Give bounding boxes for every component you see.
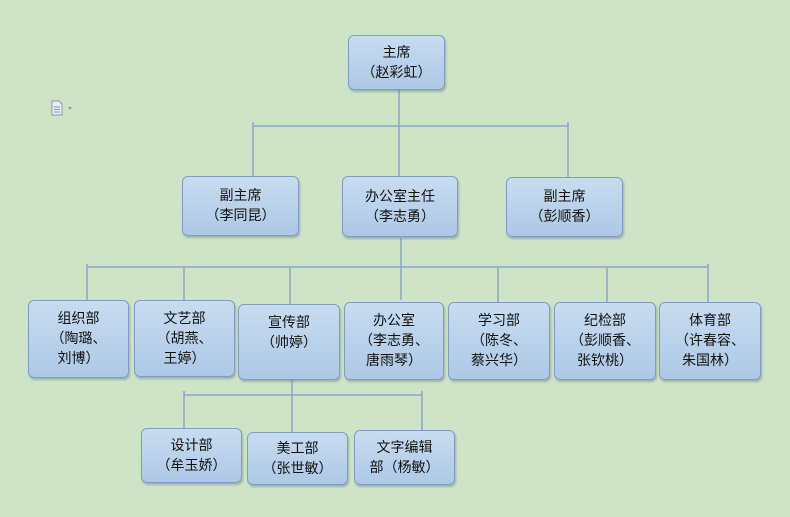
node-vice-chairman-1-title: 副主席 — [219, 188, 262, 204]
document-dropdown-icon[interactable] — [50, 100, 74, 116]
node-office-members-1: （李志勇、 — [359, 333, 429, 349]
node-design-dept-title: 设计部 — [170, 437, 213, 454]
node-study-dept-title: 学习部 — [478, 313, 520, 329]
node-arts-dept[interactable]: 文艺部 （胡燕、 王婷） — [134, 300, 235, 377]
node-chairman-title: 主席 — [382, 44, 411, 61]
node-chairman-members: （赵彩虹） — [361, 64, 432, 81]
node-vice-chairman-2-title: 副主席 — [543, 189, 586, 205]
node-sports-dept[interactable]: 体育部 （许春容、 朱国林） — [659, 302, 761, 380]
node-arts-dept-title: 文艺部 — [163, 310, 206, 327]
node-study-dept-members-2: 蔡兴华） — [471, 353, 527, 369]
node-publicity-dept[interactable]: 宣传部 （帅婷） — [238, 304, 340, 380]
node-art-dept-title: 美工部 — [276, 440, 319, 457]
node-arts-dept-members-2: 王婷） — [163, 350, 206, 367]
node-office-director-members: （李志勇） — [365, 208, 435, 225]
node-organization-dept-members-1: （陶璐、 — [50, 331, 107, 347]
node-text-edit-dept[interactable]: 文字编辑 部（杨敏） — [354, 430, 455, 485]
node-office-members-2: 唐雨琴） — [366, 353, 422, 369]
node-publicity-dept-members: （帅婷） — [261, 335, 317, 351]
node-study-dept[interactable]: 学习部 （陈冬、 蔡兴华） — [448, 302, 550, 380]
node-office-director-title: 办公室主任 — [365, 188, 435, 205]
node-arts-dept-members-1: （胡燕、 — [156, 330, 213, 347]
node-organization-dept-title: 组织部 — [57, 311, 100, 327]
node-text-edit-dept-title: 文字编辑 — [376, 439, 433, 456]
node-art-dept-members: （张世敏） — [262, 460, 333, 477]
node-discipline-dept[interactable]: 纪检部 （彭顺香、 张钦桃） — [554, 302, 656, 380]
node-vice-chairman-1-members: （李同昆） — [205, 208, 276, 224]
node-office-director[interactable]: 办公室主任 （李志勇） — [342, 176, 458, 237]
node-sports-dept-members-2: 朱国林） — [682, 353, 738, 369]
node-design-dept-members: （牟玉娇） — [156, 457, 227, 474]
node-office[interactable]: 办公室 （李志勇、 唐雨琴） — [344, 302, 444, 380]
node-vice-chairman-2-members: （彭顺香） — [529, 209, 600, 225]
node-art-dept[interactable]: 美工部 （张世敏） — [247, 432, 348, 485]
node-vice-chairman-2[interactable]: 副主席 （彭顺香） — [506, 177, 623, 237]
node-sports-dept-title: 体育部 — [689, 313, 731, 329]
node-discipline-dept-members-1: （彭顺香、 — [570, 333, 640, 349]
node-office-title: 办公室 — [373, 313, 415, 329]
node-design-dept[interactable]: 设计部 （牟玉娇） — [141, 428, 242, 483]
node-text-edit-dept-members: 部（杨敏） — [369, 459, 440, 476]
node-discipline-dept-title: 纪检部 — [584, 313, 626, 329]
node-vice-chairman-1[interactable]: 副主席 （李同昆） — [182, 176, 299, 236]
node-organization-dept-members-2: 刘博） — [57, 351, 100, 367]
node-organization-dept[interactable]: 组织部 （陶璐、 刘博） — [28, 300, 129, 378]
node-publicity-dept-title: 宣传部 — [268, 315, 310, 331]
node-chairman[interactable]: 主席 （赵彩虹） — [348, 35, 445, 90]
node-discipline-dept-members-2: 张钦桃） — [577, 353, 633, 369]
node-study-dept-members-1: （陈冬、 — [471, 333, 527, 349]
node-sports-dept-members-1: （许春容、 — [675, 333, 745, 349]
